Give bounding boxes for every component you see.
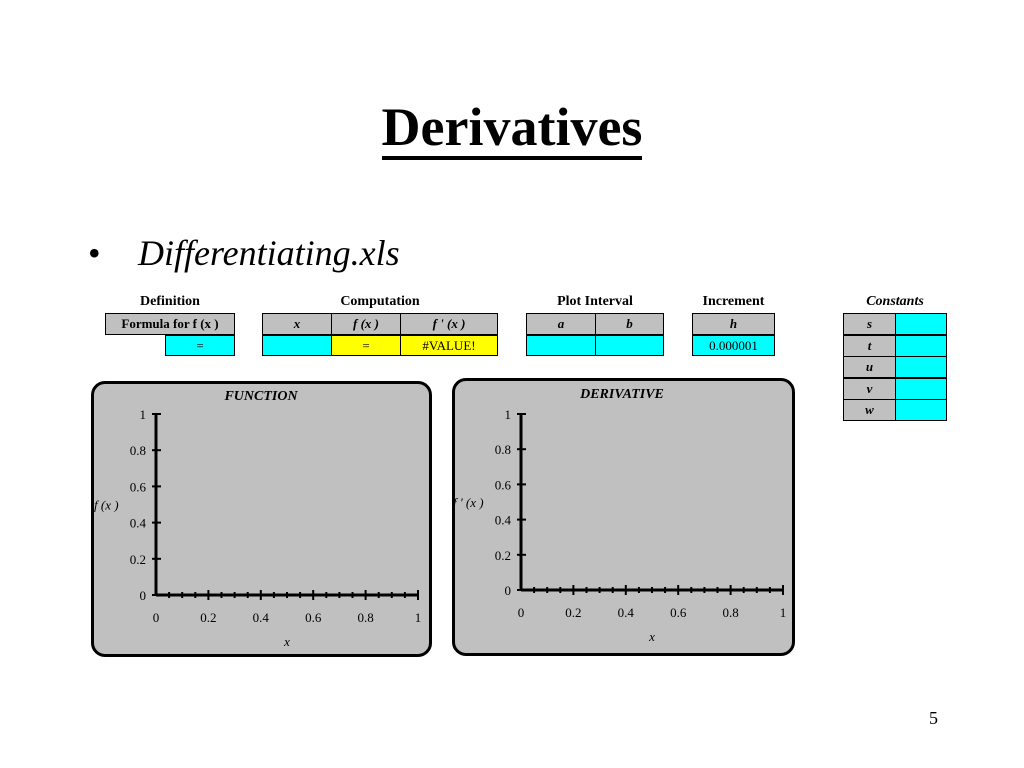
increment-label: Increment [702, 294, 765, 309]
x-axis-label: x [283, 634, 290, 649]
definition-header: Formula for f (x ) [105, 313, 235, 335]
constant-value-v[interactable] [895, 377, 947, 400]
x-tick-label: 0.6 [670, 605, 687, 620]
computation-label: Computation [340, 294, 420, 309]
x-tick-label: 1 [780, 605, 787, 620]
x-tick-label: 0.6 [305, 610, 322, 625]
definition-value-cell[interactable]: = [165, 335, 235, 356]
computation-header-fx: f (x ) [331, 313, 401, 335]
constant-value-s[interactable] [895, 313, 947, 335]
plot-interval-header-a: a [526, 313, 596, 335]
plot-interval-header-b: b [595, 313, 664, 335]
x-tick-label: 0.2 [200, 610, 216, 625]
chart-title: DERIVATIVE [579, 387, 664, 402]
increment-h-input[interactable]: 0.000001 [692, 335, 775, 356]
x-tick-label: 0.4 [618, 605, 635, 620]
y-tick-label: 0.2 [130, 552, 146, 567]
y-tick-label: 0.2 [495, 548, 511, 563]
y-tick-label: 0.8 [495, 442, 511, 457]
plot-interval-label: Plot Interval [557, 294, 633, 309]
computation-header-x: x [262, 313, 332, 335]
x-tick-label: 0 [518, 605, 525, 620]
constant-name-s: s [843, 313, 896, 335]
slide-title-wrap: Derivatives [0, 98, 1024, 160]
x-axis-label: x [648, 629, 655, 644]
constant-value-w[interactable] [895, 399, 947, 421]
constant-value-t[interactable] [895, 334, 947, 357]
y-tick-label: 0 [505, 583, 512, 598]
y-tick-label: 0 [140, 588, 147, 603]
increment-header-h: h [692, 313, 775, 335]
x-tick-label: 1 [415, 610, 422, 625]
bullet-icon: • [88, 233, 101, 273]
y-axis-label: f ' (x ) [455, 495, 484, 510]
y-tick-label: 0.8 [130, 443, 146, 458]
computation-fx-output[interactable]: = [331, 335, 401, 356]
constant-name-u: u [843, 356, 896, 378]
constant-value-u[interactable] [895, 356, 947, 378]
definition-label: Definition [140, 294, 200, 309]
plot-interval-b-input[interactable] [595, 335, 664, 356]
computation-header-fpx: f ' (x ) [400, 313, 498, 335]
y-tick-label: 0.6 [130, 479, 147, 494]
x-tick-label: 0 [153, 610, 160, 625]
constants-label: Constants [866, 294, 924, 309]
constant-name-v: v [843, 377, 896, 400]
derivative-chart-panel: DERIVATIVE 0 0.2 0.4 0.6 0.8 1 0 0.2 0.4 0.6 0.8 1 x f… [452, 378, 795, 656]
constant-name-t: t [843, 334, 896, 357]
x-tick-label: 0.8 [357, 610, 373, 625]
constant-name-w: w [843, 399, 896, 421]
y-tick-label: 1 [140, 407, 147, 422]
derivative-chart: DERIVATIVE 0 0.2 0.4 0.6 0.8 1 0 0.2 0.4 0.6 0.8 1 x f… [453, 387, 787, 644]
y-tick-label: 1 [505, 407, 512, 422]
x-tick-label: 0.2 [565, 605, 581, 620]
x-tick-label: 0.8 [722, 605, 738, 620]
computation-fpx-output[interactable]: #VALUE! [400, 335, 498, 356]
bullet-text: Differentiating.xls [138, 233, 400, 273]
function-chart-panel: FUNCTION 0 0.2 0.4 0.6 0.8 1 0 0.2 0.4 0.6 0.8 1 x f (… [91, 381, 432, 657]
y-tick-label: 0.4 [130, 516, 147, 531]
y-tick-label: 0.4 [495, 513, 512, 528]
function-chart: FUNCTION 0 0.2 0.4 0.6 0.8 1 0 0.2 0.4 0.6 0.8 1 x f (… [94, 389, 422, 649]
y-tick-label: 0.6 [495, 477, 512, 492]
plot-interval-a-input[interactable] [526, 335, 596, 356]
slide-title: Derivatives [381, 98, 643, 160]
x-tick-label: 0.4 [253, 610, 270, 625]
computation-x-input[interactable] [262, 335, 332, 356]
chart-title: FUNCTION [223, 389, 298, 404]
slide-number: 5 [929, 708, 938, 728]
y-axis-label: f (x ) [94, 498, 119, 513]
